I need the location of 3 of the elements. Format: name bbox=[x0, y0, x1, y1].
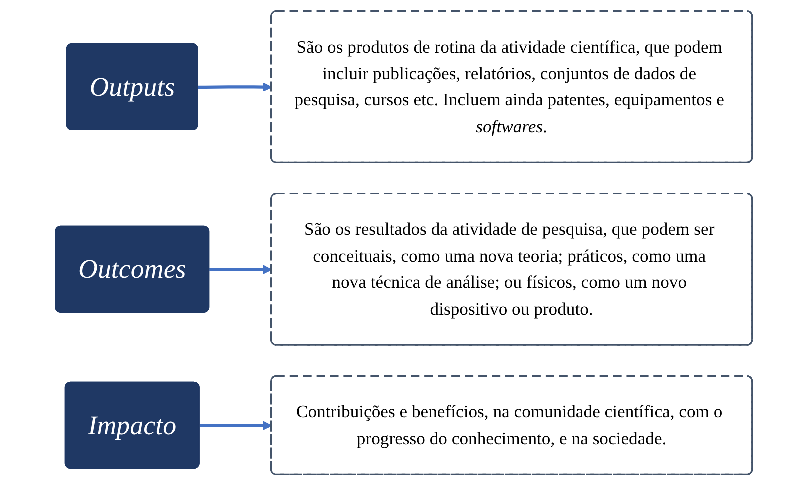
arrow bbox=[200, 421, 272, 430]
arrow bbox=[198, 82, 272, 92]
arrow bbox=[210, 265, 272, 274]
